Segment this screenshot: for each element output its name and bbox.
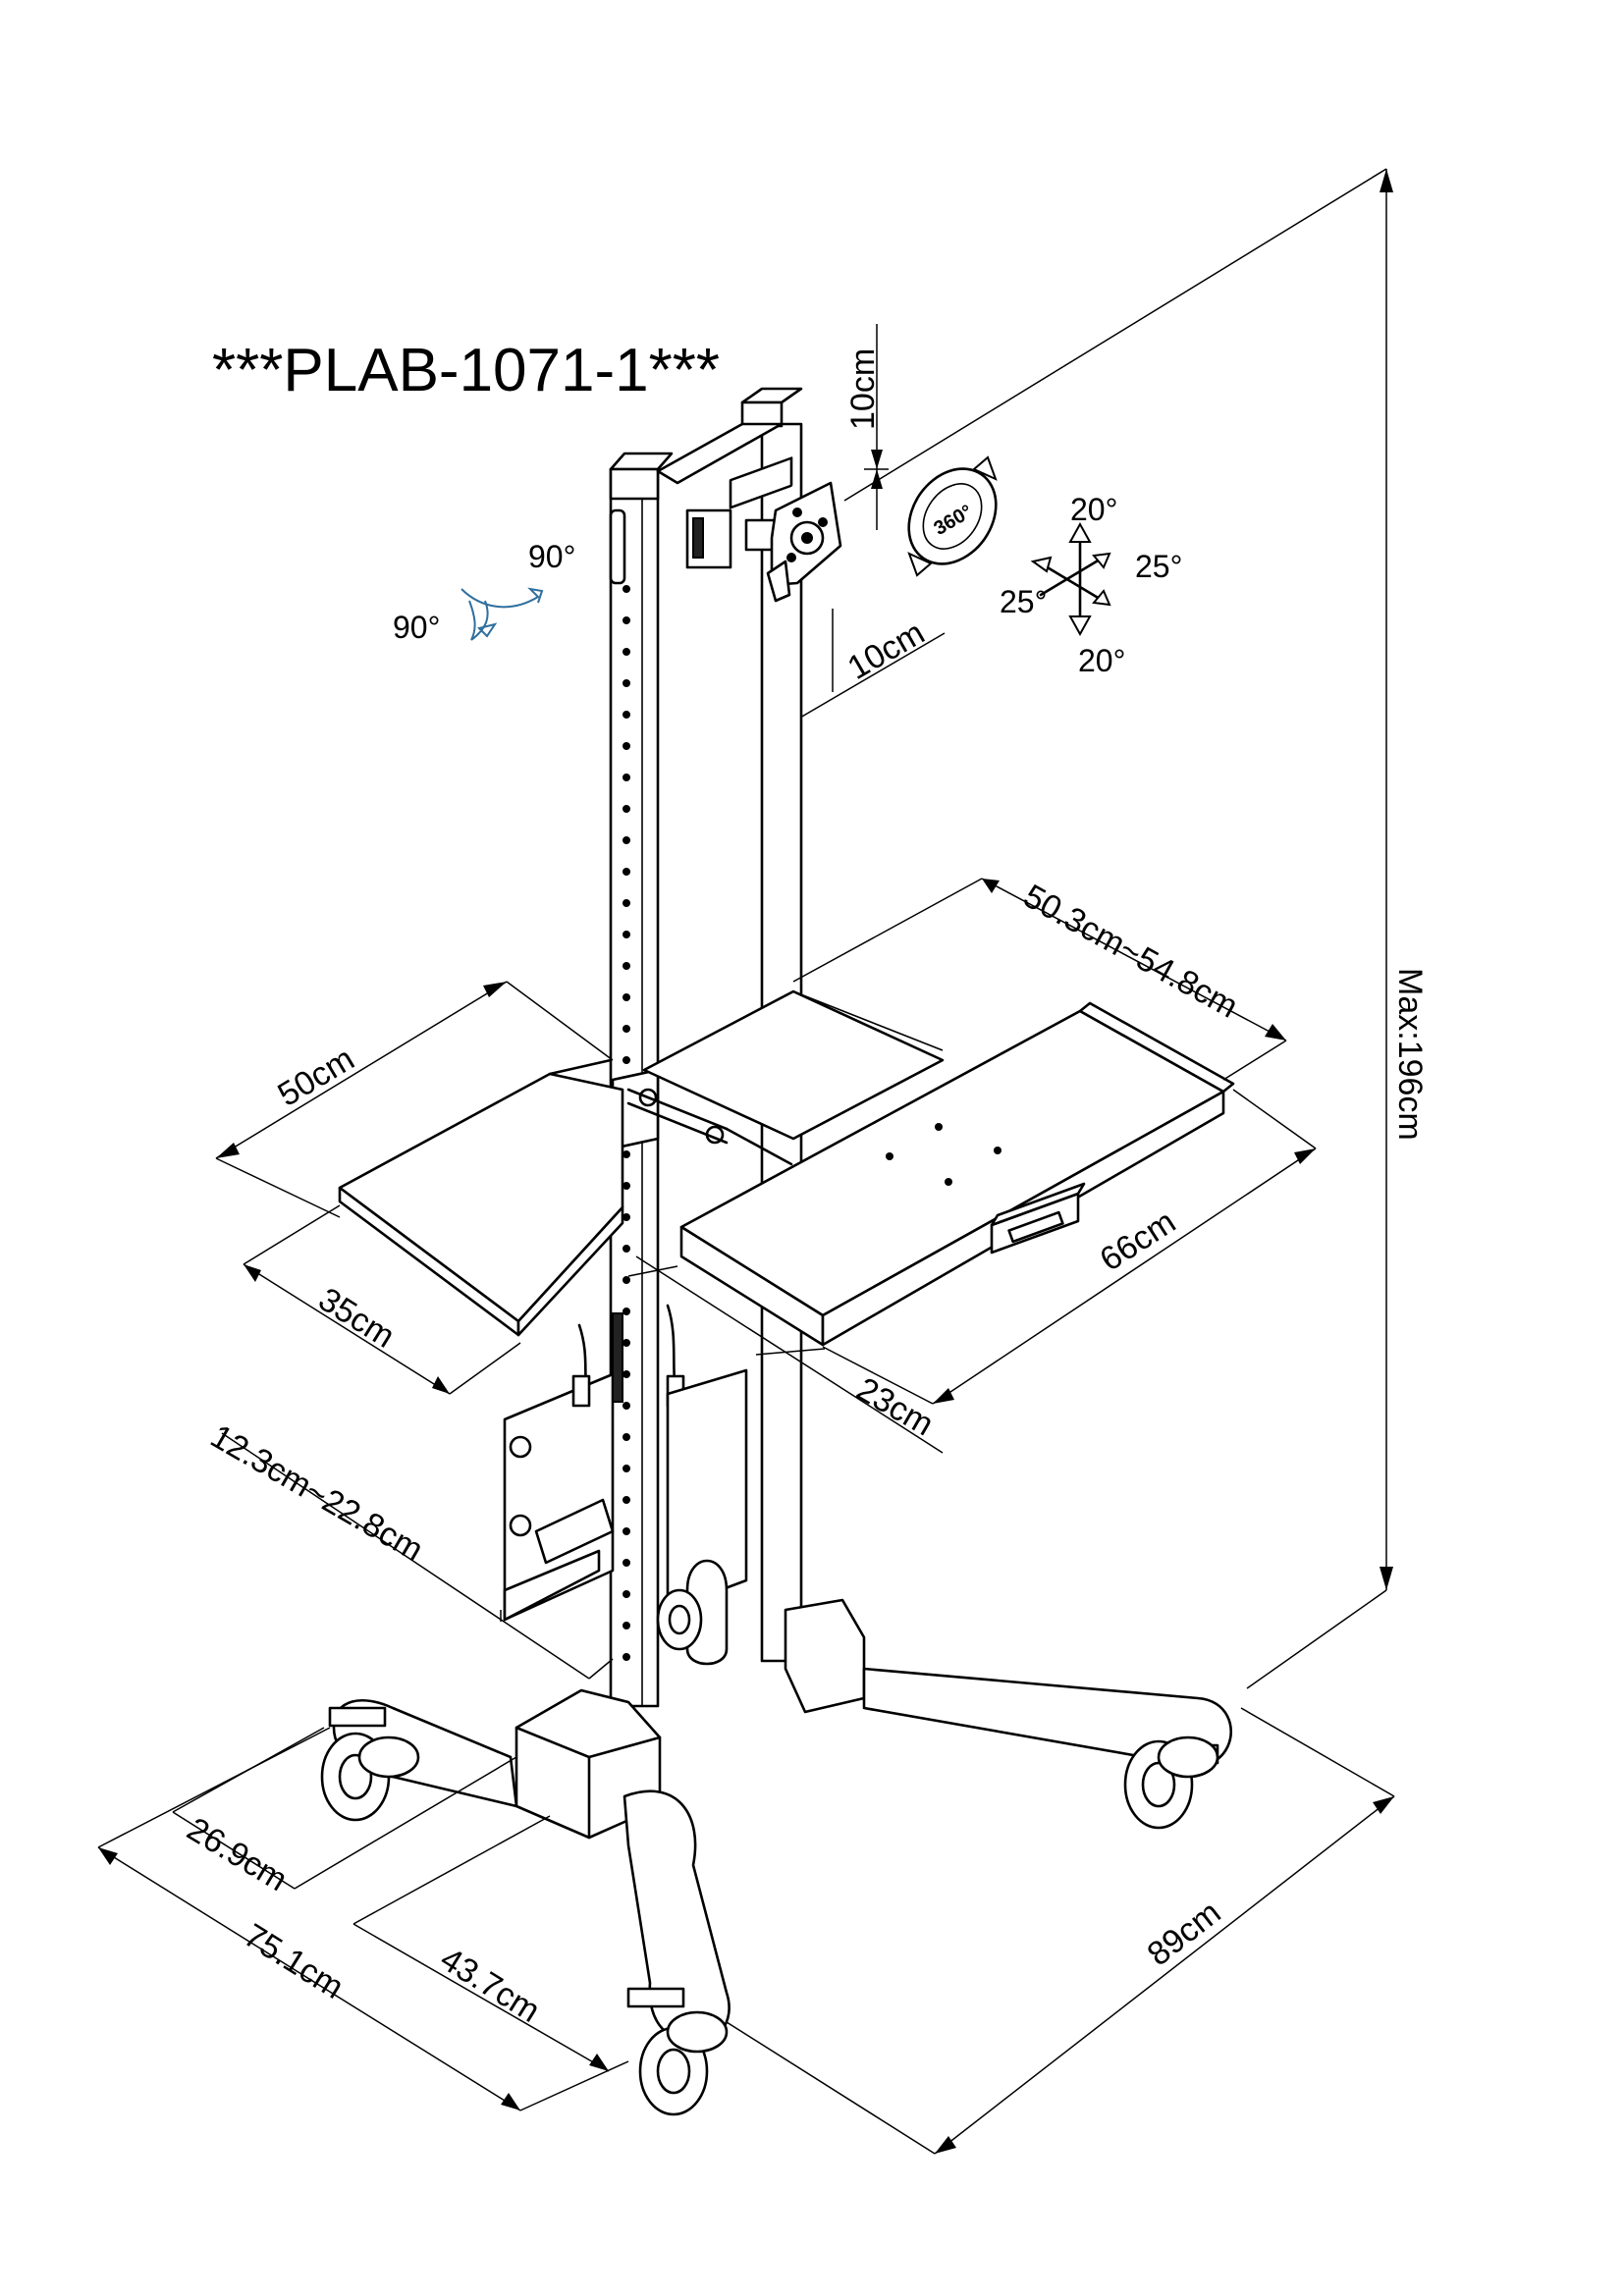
adjust-hole — [623, 993, 630, 1001]
swivel-left-angle: 25° — [1000, 584, 1047, 619]
side-shelf-depth-label: 35cm — [312, 1281, 402, 1356]
adjust-hole — [623, 1653, 630, 1661]
max-height-label: Max:196cm — [1391, 968, 1429, 1141]
adjust-hole — [623, 1276, 630, 1284]
keyboard-tray — [679, 1001, 1235, 1347]
adjust-hole — [623, 1245, 630, 1253]
caster-left — [320, 1706, 420, 1822]
adjust-hole — [623, 742, 630, 750]
product-title: ***PLAB-1071-1*** — [212, 337, 720, 404]
tilt-bottom-angle: 20° — [1078, 643, 1125, 678]
adjust-hole — [623, 805, 630, 813]
max-height-dimension: Max:196cm — [843, 168, 1429, 1689]
adjust-hole — [623, 1150, 630, 1158]
base-depth-label: 75.1cm — [238, 1917, 351, 2006]
adjust-hole — [623, 1433, 630, 1441]
arm-offset-label: 10cm — [841, 614, 931, 686]
adjust-hole — [623, 1056, 630, 1064]
side-shelf — [338, 1058, 624, 1337]
adjust-hole — [623, 1559, 630, 1567]
tilt-top-angle: 20° — [1070, 492, 1117, 527]
cpu-holder-range-label: 12.3cm~22.8cm — [204, 1417, 429, 1569]
side-shelf-width-label: 50cm — [272, 1040, 361, 1113]
adjust-hole — [623, 1213, 630, 1221]
adjust-hole — [623, 774, 630, 781]
adjust-hole — [623, 1465, 630, 1472]
adjust-hole — [623, 962, 630, 970]
adjust-hole — [623, 836, 630, 844]
caster-right — [1123, 1735, 1219, 1830]
base-inner-label: 43.7cm — [434, 1941, 547, 2030]
keyboard-height-range-label: 50.3cm~54.8cm — [1017, 878, 1244, 1026]
adjust-hole — [623, 1308, 630, 1315]
base-width-label: 89cm — [1141, 1894, 1228, 1973]
top-offset-label: 10cm — [844, 348, 882, 430]
base-inner-dimension: 43.7cm — [352, 1815, 610, 2072]
top-offset-dimension: 10cm — [844, 324, 889, 530]
adjust-hole — [623, 1402, 630, 1410]
adjust-hole — [623, 1025, 630, 1033]
rotate-angle-left: 90° — [393, 610, 440, 645]
monitor-mount — [685, 456, 842, 603]
adjust-hole — [623, 1182, 630, 1190]
adjust-hole — [623, 585, 630, 593]
rotate-90-arrow-icon — [460, 587, 544, 641]
tilt-swivel-arrows-icon — [1030, 521, 1111, 637]
adjust-hole — [623, 648, 630, 656]
swivel-right-angle: 25° — [1135, 549, 1182, 584]
caster-rear — [656, 1588, 703, 1651]
rotate-angle-top: 90° — [528, 539, 575, 574]
center-upper-panel — [642, 989, 945, 1141]
adjust-hole — [623, 711, 630, 719]
svg-text:360°: 360° — [930, 501, 976, 540]
adjust-hole — [623, 868, 630, 876]
caster-front — [626, 1987, 729, 2116]
adjust-hole — [623, 1527, 630, 1535]
adjust-hole — [623, 1339, 630, 1347]
keyboard-depth-label: 23cm — [850, 1370, 940, 1443]
rotation-360-icon: 360° — [907, 455, 998, 577]
caster-base — [320, 1559, 1232, 2116]
adjust-hole — [623, 679, 630, 687]
cpu-holder — [503, 1304, 748, 1622]
adjust-hole — [623, 931, 630, 938]
adjust-hole — [623, 899, 630, 907]
adjust-hole — [623, 1590, 630, 1598]
adjust-hole — [623, 1370, 630, 1378]
adjust-hole — [623, 1622, 630, 1629]
caster-offset-label: 26.9cm — [181, 1810, 294, 1898]
base-width-dimension: 89cm — [726, 1707, 1395, 2155]
adjust-hole — [623, 616, 630, 624]
adjust-hole — [623, 1496, 630, 1504]
